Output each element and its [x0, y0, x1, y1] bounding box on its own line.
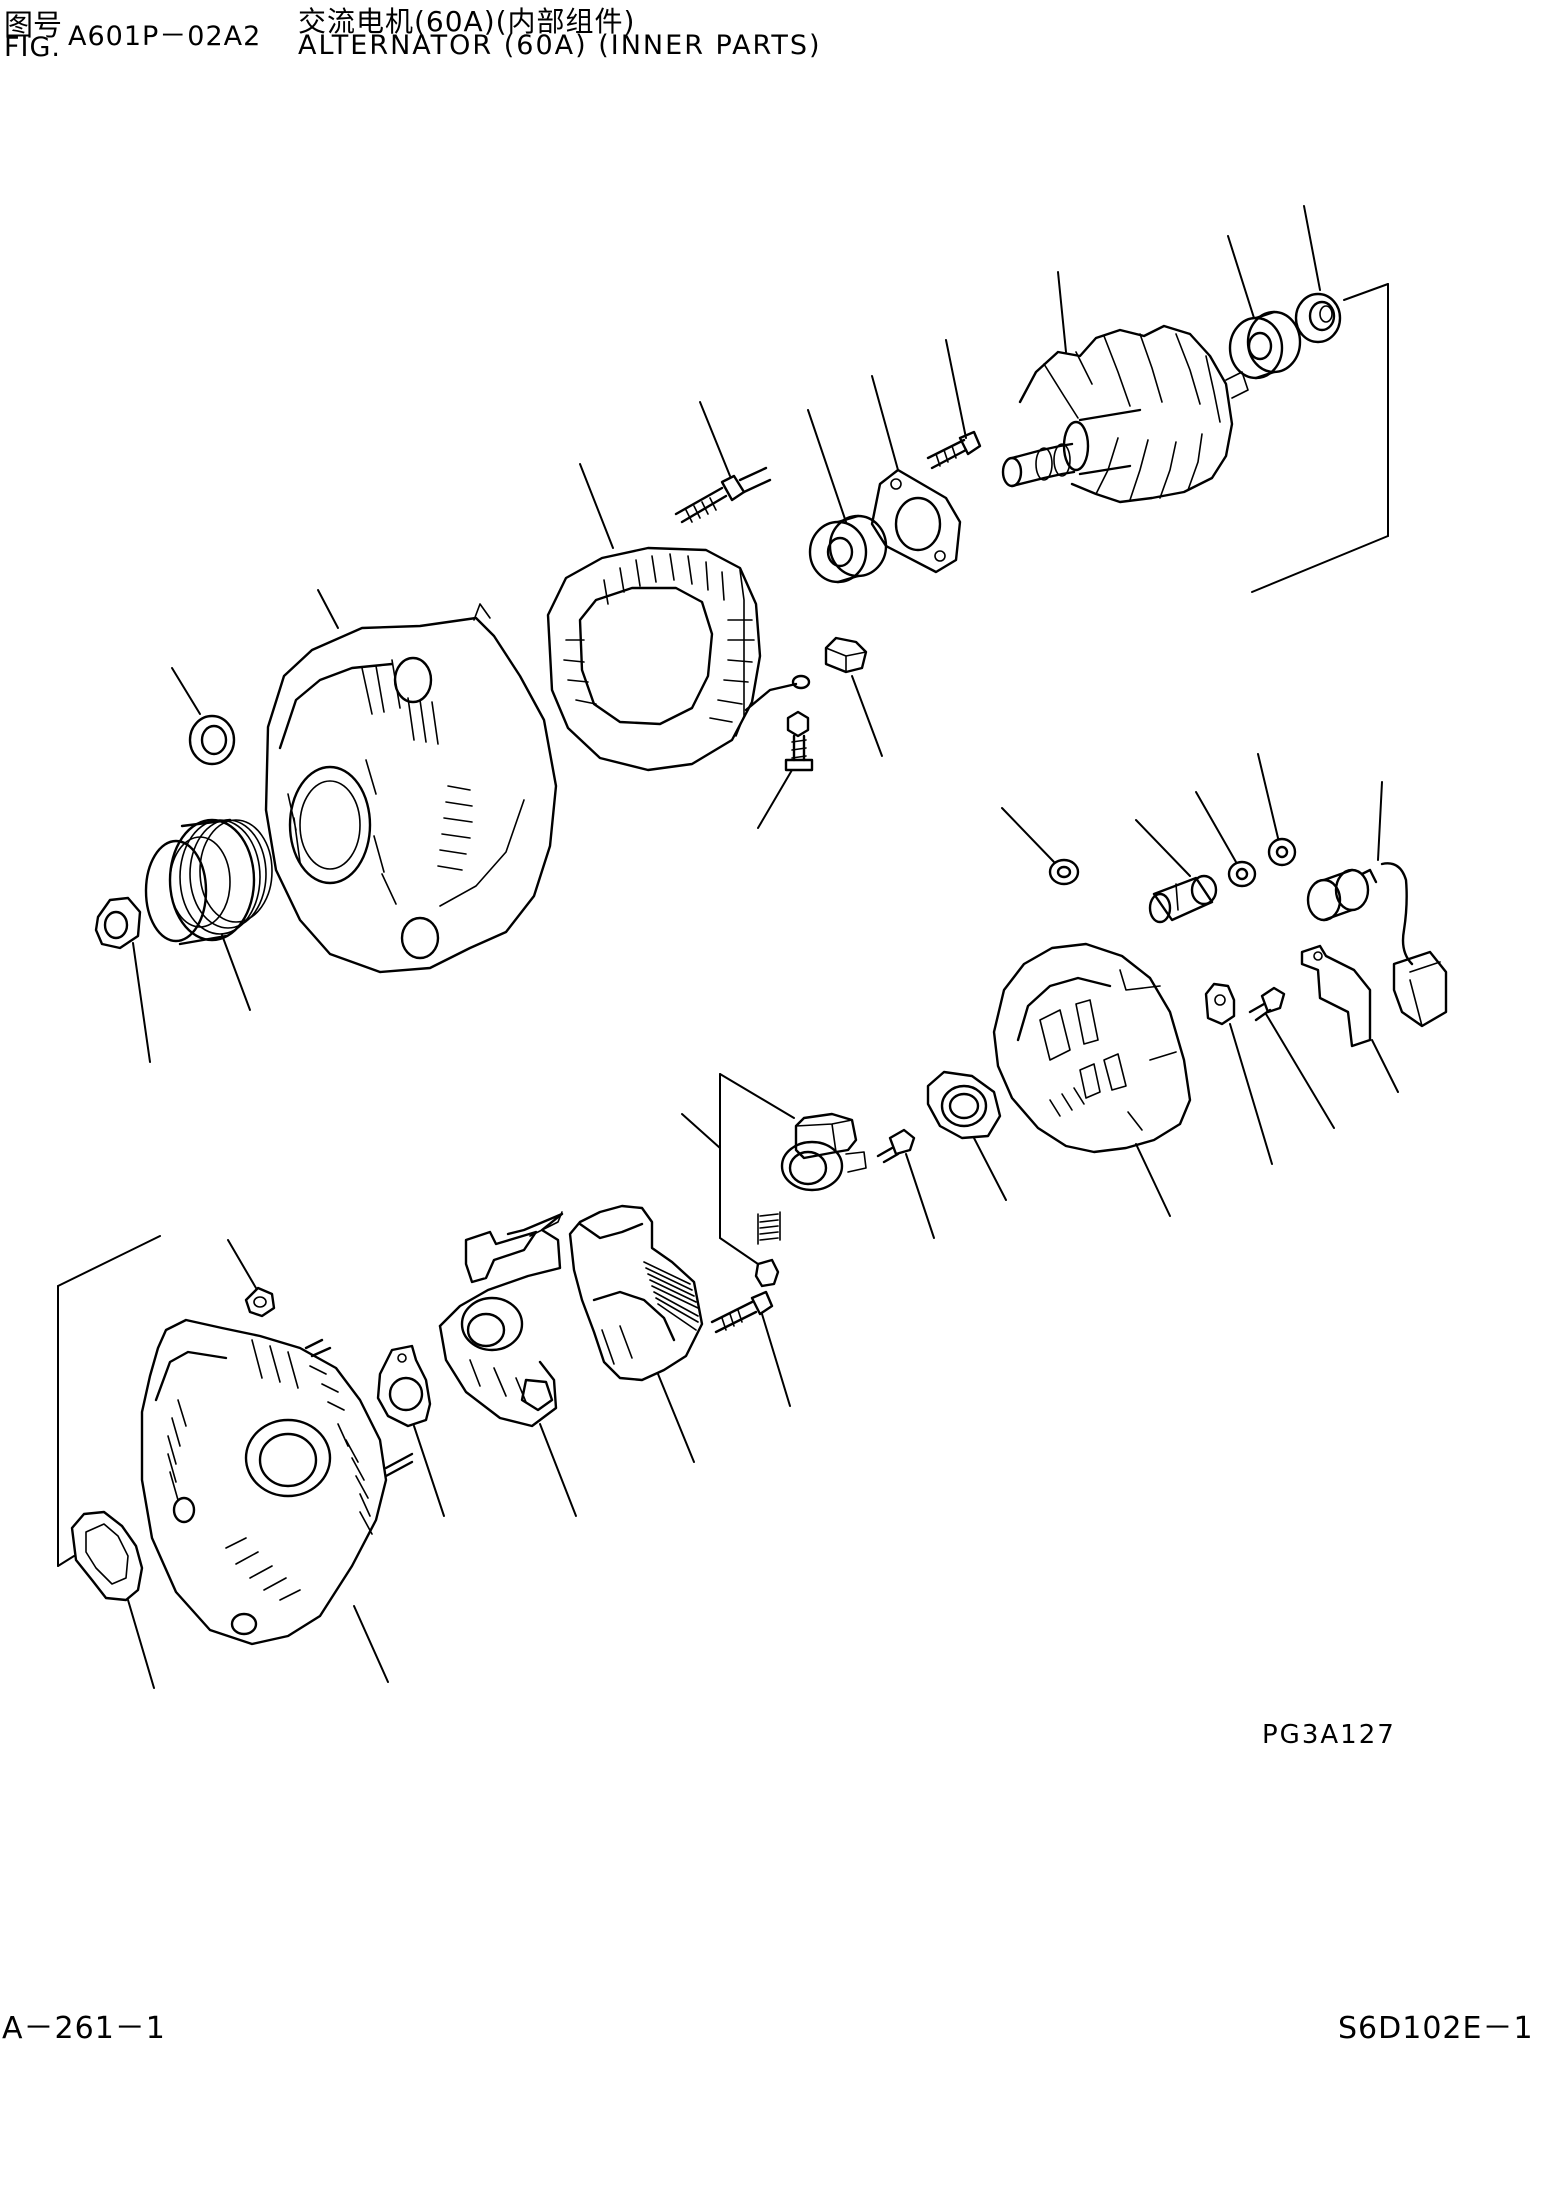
washer [1195, 791, 1257, 888]
title-chinese: 交流电机(60A)(内部组件) [298, 5, 636, 38]
fig-label-en: FIG. [4, 32, 61, 63]
regulator-screw [710, 1290, 791, 1407]
rear-bearing [1227, 235, 1302, 380]
rear-cover-seal [70, 1510, 155, 1689]
page-number-right: S6D102E－1 [1338, 2011, 1534, 2046]
fig-label-zh: 图号 [4, 8, 63, 42]
upper-group-bracket [1251, 283, 1389, 593]
brush-holder [780, 1112, 867, 1192]
title-english: ALTERNATOR (60A) (INNER PARTS) [298, 30, 822, 61]
brush-group-bracket [681, 1073, 795, 1265]
pulley-nut [94, 896, 151, 1063]
terminal-plate [1204, 982, 1273, 1165]
spacer-washer [171, 667, 236, 766]
rotor [1001, 271, 1249, 504]
rear-cover [140, 1318, 414, 1683]
figure-number: A601P－02A2 [68, 21, 262, 52]
rear-cover-nut [227, 1239, 276, 1318]
brush-spring [757, 1211, 781, 1245]
wire-harness-connector [1306, 781, 1448, 1028]
page-number-left: A－261－1 [2, 2011, 166, 2046]
nut [1001, 807, 1080, 886]
regulator [568, 1204, 704, 1463]
lower-group-bracket [57, 1235, 161, 1567]
stud-bolt [674, 401, 772, 524]
insulator [824, 636, 883, 757]
drive-end-frame [264, 589, 558, 974]
stator [546, 463, 811, 772]
screw [926, 339, 982, 470]
rectifier-insulator [376, 1344, 445, 1517]
bearing-retainer [870, 375, 962, 574]
bracket [1300, 944, 1399, 1093]
plate-screw [1248, 986, 1335, 1129]
terminal-bolt [757, 710, 814, 829]
cover-screw [876, 1128, 935, 1239]
bearing [807, 409, 888, 584]
pulley [144, 818, 273, 1011]
rear-end-frame [992, 942, 1192, 1217]
terminal-insulator [1135, 819, 1218, 924]
brush [754, 1258, 780, 1288]
bearing-cover [1294, 205, 1342, 344]
bearing-cover-rear [926, 1070, 1007, 1201]
rectifier [438, 1211, 577, 1517]
drawing-code: PG3A127 [1262, 1720, 1396, 1750]
lock-nut [1257, 753, 1297, 867]
